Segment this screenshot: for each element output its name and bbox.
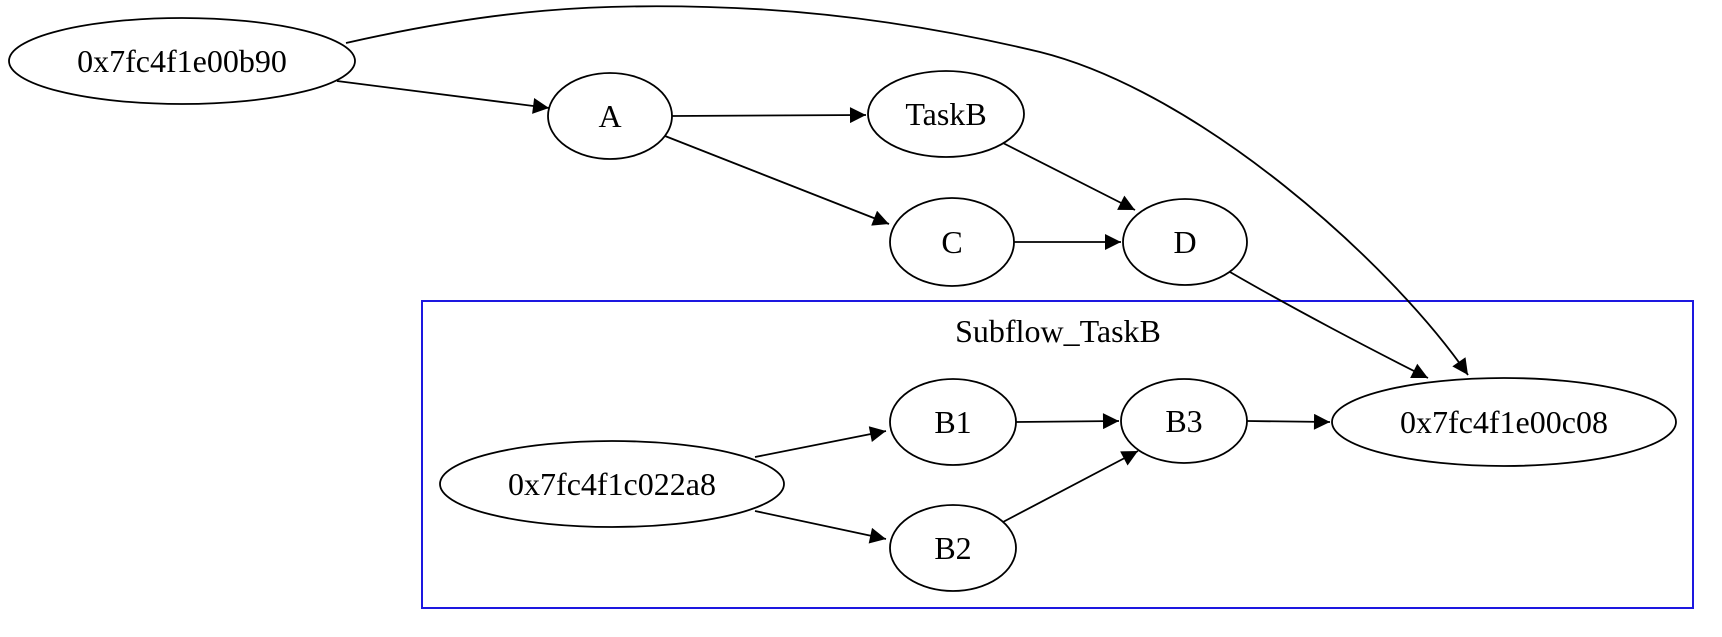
edge-b2-to-b3 bbox=[1002, 450, 1139, 523]
node-label: 0x7fc4f1c022a8 bbox=[508, 466, 716, 502]
node-b3: B3 bbox=[1120, 378, 1248, 464]
cluster-label: Subflow_TaskB bbox=[955, 313, 1161, 349]
edge-b90-to-c08 bbox=[345, 5, 1469, 376]
node-ellipse bbox=[889, 197, 1015, 287]
node-ellipse bbox=[889, 504, 1017, 592]
node-label: TaskB bbox=[905, 96, 986, 132]
node-label: 0x7fc4f1e00c08 bbox=[1400, 404, 1608, 440]
node-b1: B1 bbox=[889, 378, 1017, 466]
edge-taskb-to-d bbox=[1002, 142, 1136, 211]
cluster-subflow-taskb: Subflow_TaskB bbox=[421, 300, 1694, 609]
node-d: D bbox=[1122, 198, 1248, 286]
nodes-layer: 0x7fc4f1e00b90 A TaskB C D 0x7fc4f1c022a bbox=[8, 17, 1677, 592]
edge-b1-to-b3 bbox=[1015, 413, 1120, 430]
node-label: C bbox=[941, 224, 962, 260]
node-ellipse bbox=[547, 72, 673, 160]
node-ellipse bbox=[1331, 377, 1677, 467]
node-c: C bbox=[889, 197, 1015, 287]
edge-b90-to-a bbox=[336, 80, 550, 114]
edge-a8-to-b1 bbox=[754, 426, 887, 458]
node-ellipse bbox=[889, 378, 1017, 466]
node-b2: B2 bbox=[889, 504, 1017, 592]
node-ellipse bbox=[439, 440, 785, 528]
cluster-border bbox=[421, 300, 1694, 609]
node-label: B1 bbox=[934, 404, 971, 440]
node-ellipse bbox=[8, 17, 356, 105]
edge-d-to-c08 bbox=[1229, 271, 1429, 379]
node-label: A bbox=[598, 98, 621, 134]
edge-a8-to-b2 bbox=[754, 510, 887, 544]
node-label: 0x7fc4f1e00b90 bbox=[77, 43, 287, 79]
node-ellipse bbox=[1122, 198, 1248, 286]
node-ellipse bbox=[867, 70, 1025, 158]
edge-a-to-c bbox=[664, 135, 890, 226]
node-0x7fc4f1e00b90: 0x7fc4f1e00b90 bbox=[8, 17, 356, 105]
edges-layer bbox=[336, 5, 1469, 544]
node-a: A bbox=[547, 72, 673, 160]
node-taskb: TaskB bbox=[867, 70, 1025, 158]
node-0x7fc4f1e00c08: 0x7fc4f1e00c08 bbox=[1331, 377, 1677, 467]
node-label: B3 bbox=[1165, 403, 1202, 439]
edge-a-to-taskb bbox=[671, 107, 867, 124]
node-0x7fc4f1c022a8: 0x7fc4f1c022a8 bbox=[439, 440, 785, 528]
node-ellipse bbox=[1120, 378, 1248, 464]
node-label: B2 bbox=[934, 530, 971, 566]
edge-b3-to-c08 bbox=[1246, 413, 1331, 430]
node-label: D bbox=[1173, 224, 1196, 260]
